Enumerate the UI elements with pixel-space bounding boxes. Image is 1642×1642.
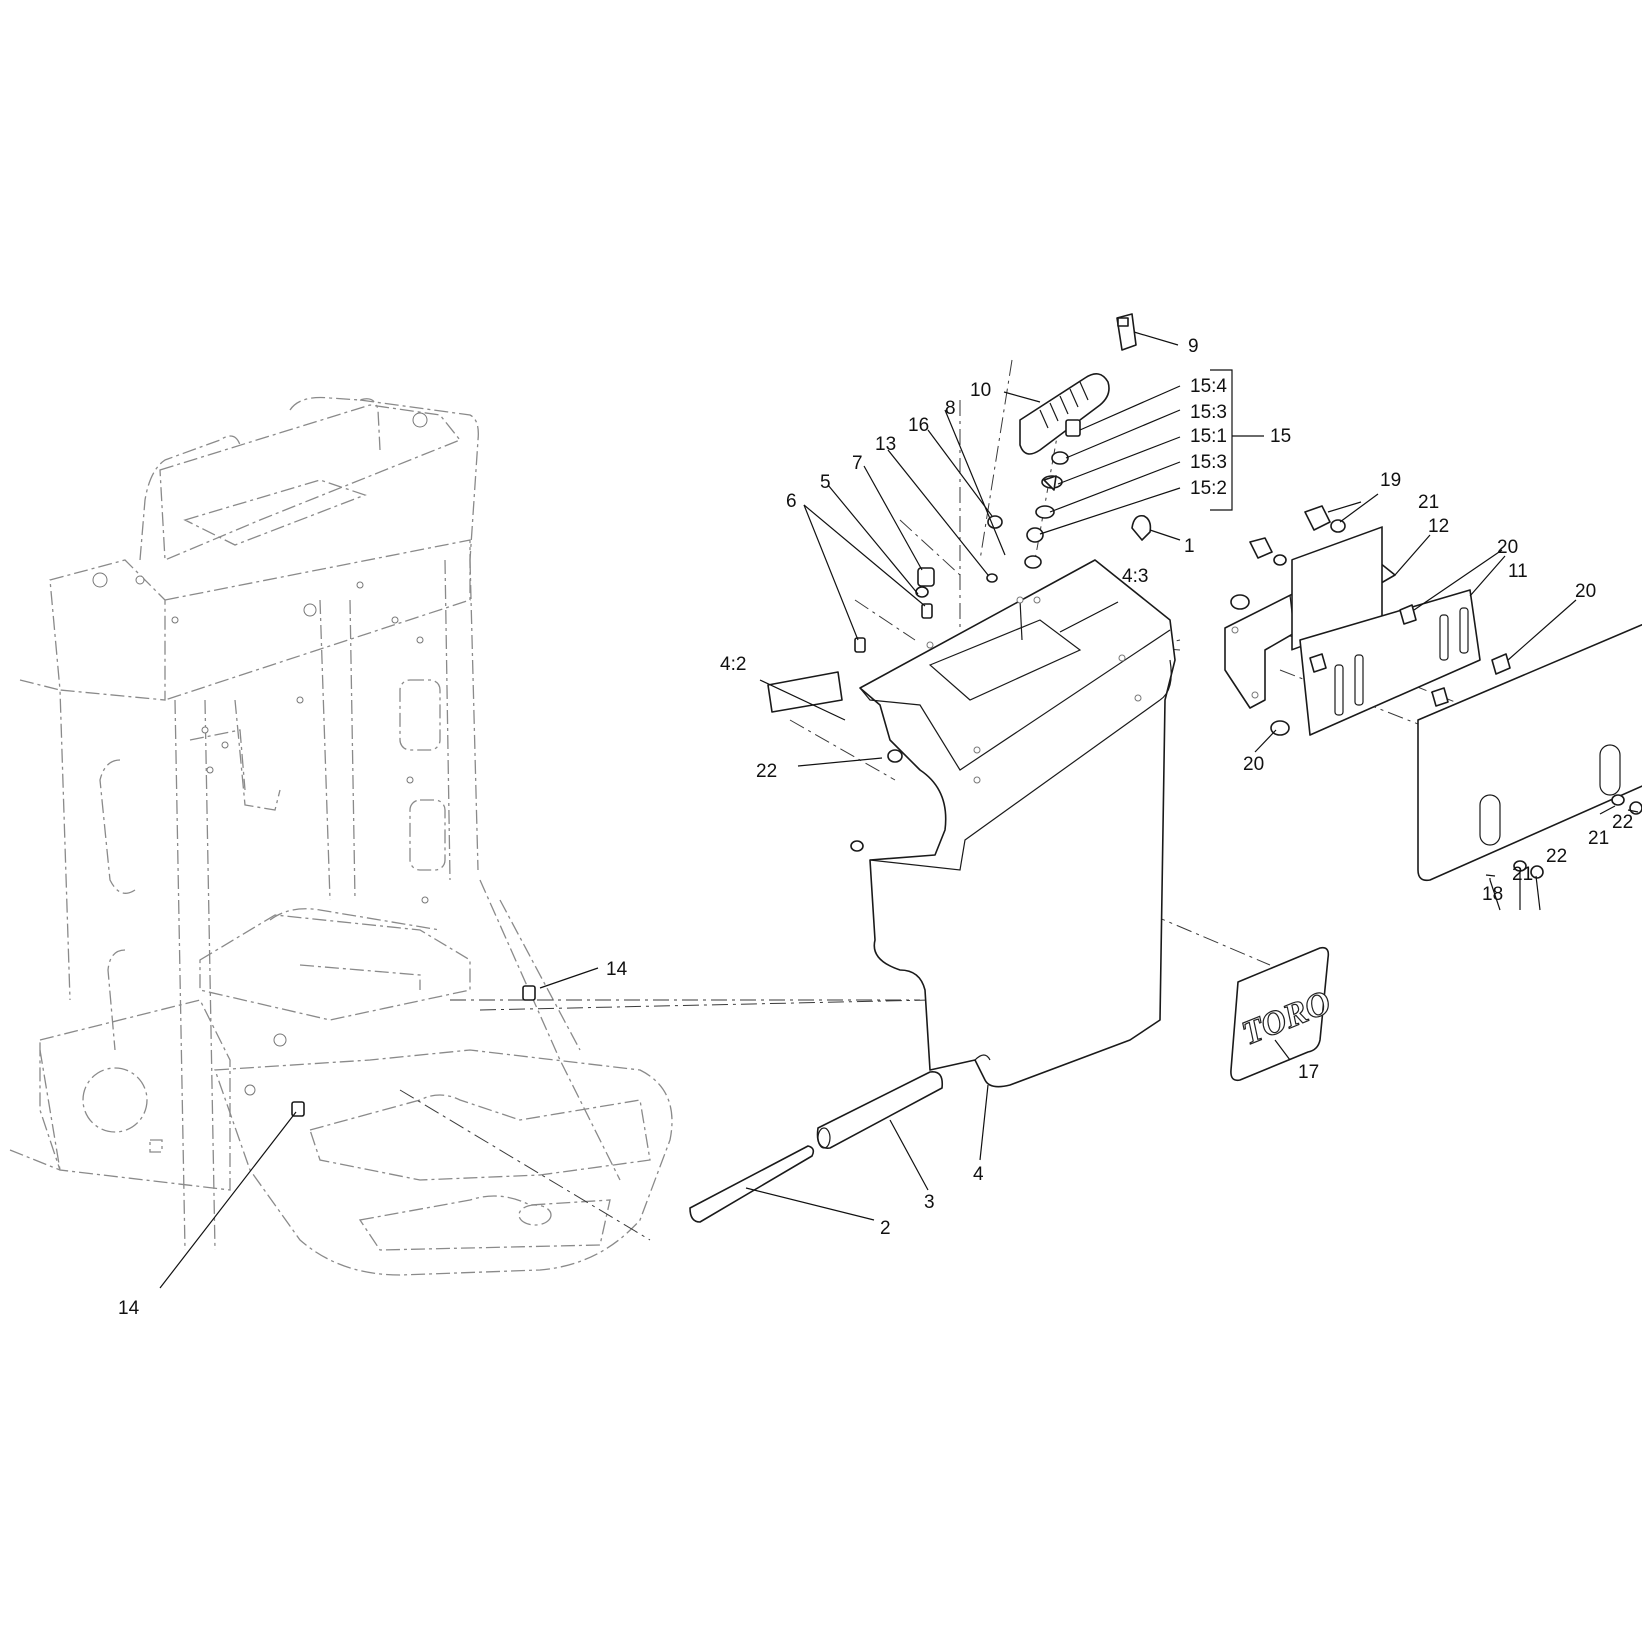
switch-assembly-part-15 (1026, 419, 1081, 543)
screw-part-13 (986, 573, 998, 583)
nut-part-5 (915, 586, 929, 598)
callout-20-a: 20 (1497, 537, 1518, 558)
bolt-part-20d (1491, 653, 1511, 675)
callout-6: 6 (786, 491, 797, 512)
knobs-and-washers (1230, 505, 1642, 879)
rods (689, 1071, 944, 1223)
callout-3: 3 (924, 1192, 935, 1213)
callout-19: 19 (1380, 470, 1401, 491)
callout-15-3b: 15:3 (1190, 452, 1227, 473)
callout-21-top: 21 (1418, 492, 1439, 513)
key-part-9 (1116, 313, 1137, 351)
washer-part-21-mid (1513, 860, 1527, 872)
knob-part-20b (1270, 720, 1290, 736)
callout-1: 1 (1184, 536, 1195, 557)
callout-21-mid: 21 (1512, 864, 1533, 885)
callout-15-4: 15:4 (1190, 376, 1227, 397)
bolt-part-6b (854, 637, 866, 653)
spacer-part-7 (917, 567, 935, 587)
washer-part-21-right (1611, 794, 1625, 806)
leader-lines (159, 331, 1639, 1289)
knob-part-19b (1249, 537, 1273, 559)
grip-handle-part-10 (1019, 373, 1110, 455)
callout-22-mid: 22 (1546, 846, 1567, 867)
cover-panel-part-4 (767, 559, 1176, 1088)
nut-part-22-cover-lower (850, 840, 864, 852)
callout-20-c: 20 (1243, 754, 1264, 775)
callout-labels: 9 10 15:4 15:3 15:1 15 15:3 15:2 8 16 13… (118, 336, 1633, 1319)
callout-22-right: 22 (1612, 812, 1633, 833)
bolt-part-6a (921, 603, 933, 619)
callout-5: 5 (820, 472, 831, 493)
callout-4-3: 4:3 (1122, 566, 1148, 587)
callout-7: 7 (852, 453, 863, 474)
logo-decal-part-17: TORO (1230, 946, 1337, 1082)
pin-part-8 (1024, 555, 1042, 569)
nut-part-22-mid (1530, 865, 1544, 879)
back-plate-part-18 (1417, 623, 1642, 882)
callout-12: 12 (1428, 516, 1449, 537)
callout-4-2: 4:2 (720, 654, 746, 675)
callout-2: 2 (880, 1218, 891, 1239)
mounting-bracket-part-12 (1224, 526, 1396, 709)
callout-22-cover: 22 (756, 761, 777, 782)
nut-part-22-cover (887, 749, 903, 763)
callout-14-bottom: 14 (118, 1298, 140, 1319)
callout-15-3a: 15:3 (1190, 402, 1227, 423)
callout-13: 13 (875, 434, 896, 455)
callout-15-1: 15:1 (1190, 426, 1227, 447)
slotted-plate-part-11 (1299, 589, 1481, 736)
callout-21-right: 21 (1588, 828, 1609, 849)
callout-20-b: 20 (1575, 581, 1596, 602)
washer-part-16 (987, 515, 1003, 529)
callout-10: 10 (970, 380, 991, 401)
bolt-part-14-upper (522, 985, 536, 1001)
callout-8: 8 (945, 398, 956, 419)
callout-11: 11 (1508, 561, 1528, 582)
callout-16: 16 (908, 415, 929, 436)
decal-4-3 (928, 619, 1082, 701)
callout-15: 15 (1270, 426, 1291, 447)
callout-15-2: 15:2 (1190, 478, 1227, 499)
bolt-part-20c (1399, 604, 1417, 625)
machine-frame (9, 396, 673, 1276)
knob-part-20a (1230, 594, 1250, 610)
tube-part-3 (816, 1071, 944, 1149)
callout-4: 4 (973, 1164, 984, 1185)
knob-part-1 (1131, 514, 1152, 541)
decal-4-2 (767, 671, 843, 713)
washer-part-21-top (1330, 519, 1346, 533)
callout-9: 9 (1188, 336, 1199, 357)
knob-part-19 (1304, 505, 1331, 531)
rod-part-2 (689, 1145, 815, 1223)
callout-17: 17 (1298, 1062, 1319, 1083)
callout-14-top: 14 (606, 959, 628, 980)
callout-18: 18 (1482, 884, 1503, 905)
